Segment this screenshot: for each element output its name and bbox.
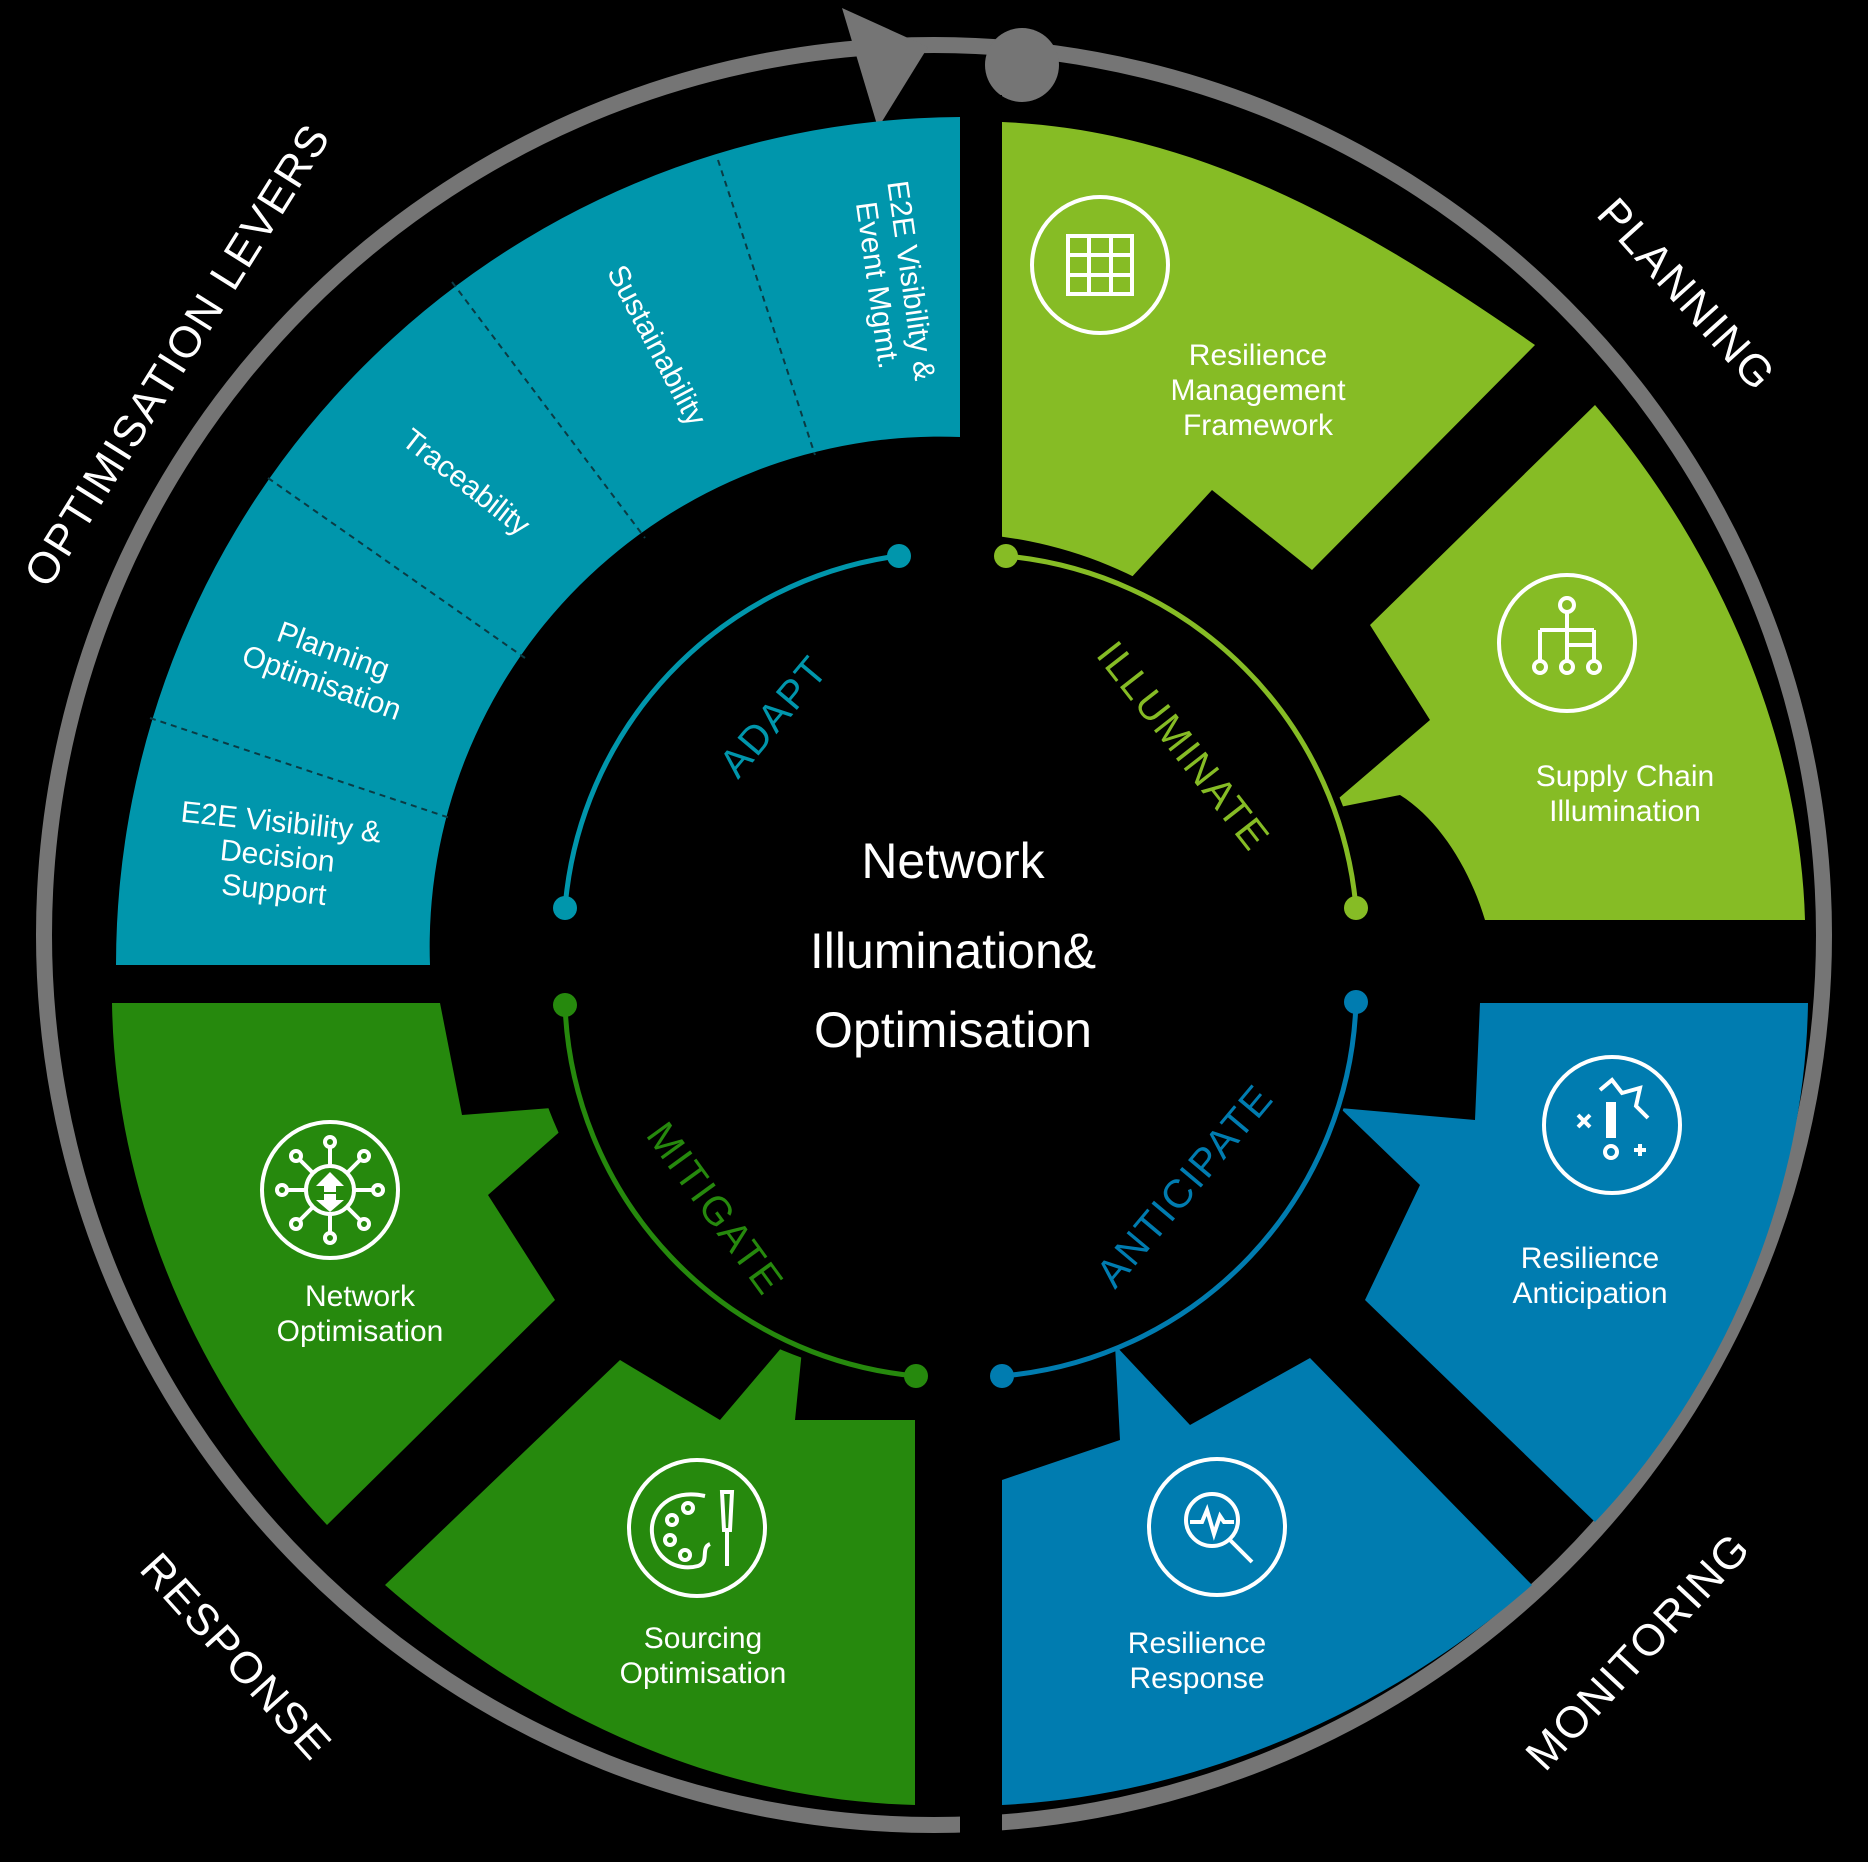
- segment-resilience-response-line-1: Resilience: [1128, 1627, 1266, 1660]
- segment-resilience-anticipation: [1340, 1003, 1808, 1522]
- network-hub-icon: [260, 1120, 400, 1260]
- hierarchy-icon: [1497, 573, 1637, 713]
- segment-resilience-anticipation-line-2: Anticipation: [1512, 1277, 1667, 1310]
- anticipate-arc-start-dot: [1344, 990, 1368, 1014]
- segment-supply-chain-line-2: Illumination: [1549, 795, 1701, 828]
- segment-network-opt-line-2: Optimisation: [277, 1315, 444, 1348]
- adapt-arc-start-dot: [553, 896, 577, 920]
- lever-dividers: [149, 159, 816, 819]
- mitigate-arc-start-dot: [904, 1364, 928, 1388]
- segment-sourcing-line-2: Optimisation: [620, 1657, 787, 1690]
- ring-arrowhead: [842, 8, 928, 128]
- anticipate-arc: [1001, 1001, 1359, 1379]
- adapt-arc: [562, 553, 898, 909]
- illuminate-arc: [1005, 553, 1359, 909]
- outer-label-monitoring: MONITORING: [1516, 1523, 1760, 1780]
- alert-icon: [1542, 1055, 1682, 1195]
- segment-resilience-mgmt: [1002, 122, 1535, 592]
- illuminate-arc-start-dot: [994, 544, 1018, 568]
- palette-icon: [627, 1458, 767, 1598]
- segment-supply-chain-line-1: Supply Chain: [1536, 760, 1714, 793]
- center-title-line-2: Illumination&: [810, 923, 1096, 979]
- grid-icon: [1030, 195, 1170, 335]
- center-title-line-3: Optimisation: [814, 1002, 1092, 1058]
- anticipate-arc-end-dot: [990, 1364, 1014, 1388]
- segment-network-opt: [112, 1003, 590, 1525]
- mitigate-arc: [562, 1004, 917, 1379]
- segment-resilience-mgmt-line-1: Resilience: [1189, 339, 1327, 372]
- segment-resilience-response-line-2: Response: [1129, 1662, 1264, 1695]
- optimisation-levers-block: [116, 117, 960, 965]
- segment-resilience-mgmt-line-3: Framework: [1183, 409, 1334, 442]
- segment-network-opt-line-1: Network: [305, 1280, 416, 1313]
- mitigate-arc-end-dot: [553, 993, 577, 1017]
- segment-resilience-mgmt-line-2: Management: [1170, 374, 1346, 407]
- segment-resilience-anticipation-line-1: Resilience: [1521, 1242, 1659, 1275]
- segment-sourcing-line-1: Sourcing: [644, 1622, 762, 1655]
- adapt-arc-end-dot: [887, 544, 911, 568]
- segment-sourcing: [385, 1320, 915, 1805]
- ring-start-dot: [985, 28, 1059, 102]
- magnifier-pulse-icon: [1147, 1457, 1287, 1597]
- inner-disc: [521, 533, 1371, 1383]
- outer-ring: [36, 37, 1832, 1833]
- illuminate-arc-end-dot: [1344, 896, 1368, 920]
- center-title-line-1: Network: [861, 833, 1045, 889]
